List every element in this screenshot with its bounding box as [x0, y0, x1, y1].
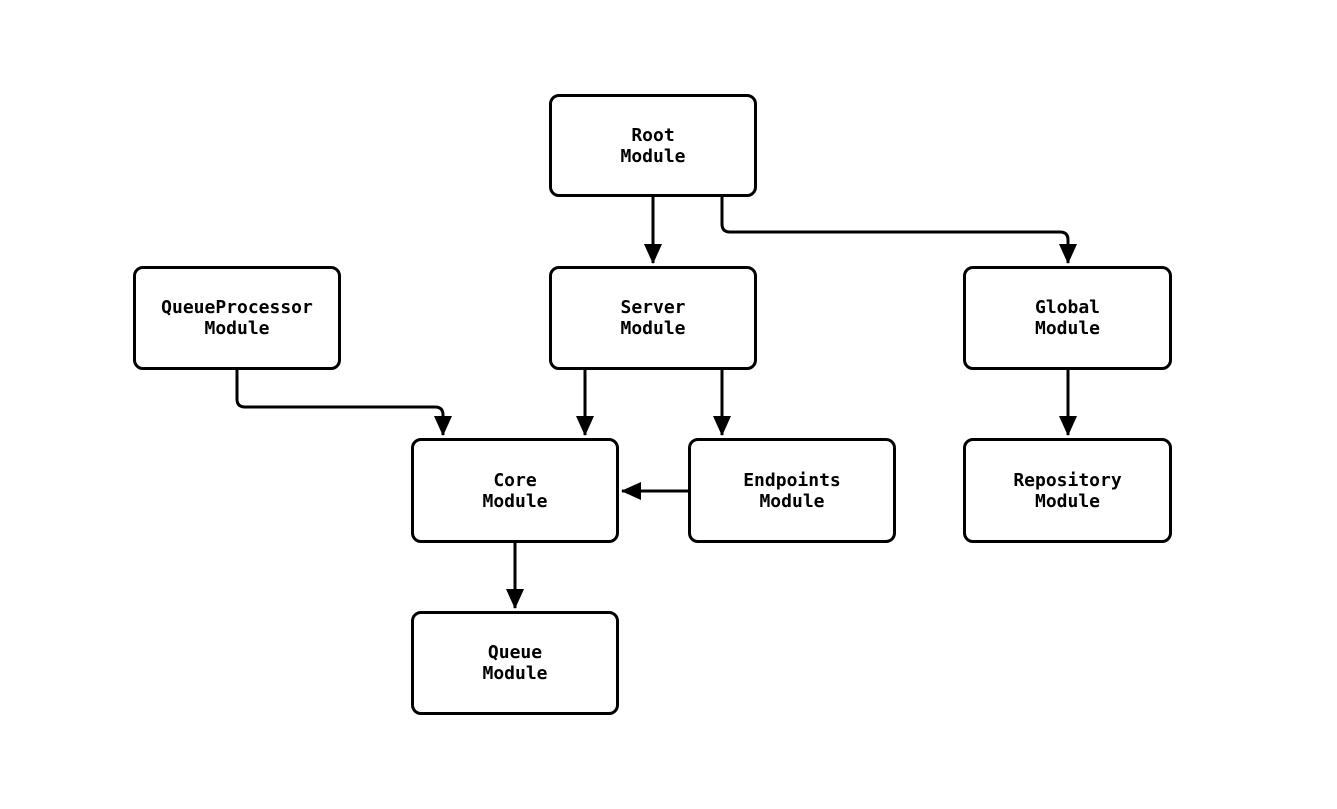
- node-endpoints-module: Endpoints Module: [688, 438, 896, 543]
- node-server-module: Server Module: [549, 266, 757, 370]
- node-queueprocessor-module: QueueProcessor Module: [133, 266, 341, 370]
- edge-queueprocessor-to-core: [235, 370, 452, 436]
- node-queue-module: Queue Module: [411, 611, 619, 715]
- node-root-module: Root Module: [549, 94, 757, 197]
- edge-root-to-global: [720, 197, 1077, 264]
- node-core-module: Core Module: [411, 438, 619, 543]
- node-global-module: Global Module: [963, 266, 1172, 370]
- node-repository-module: Repository Module: [963, 438, 1172, 543]
